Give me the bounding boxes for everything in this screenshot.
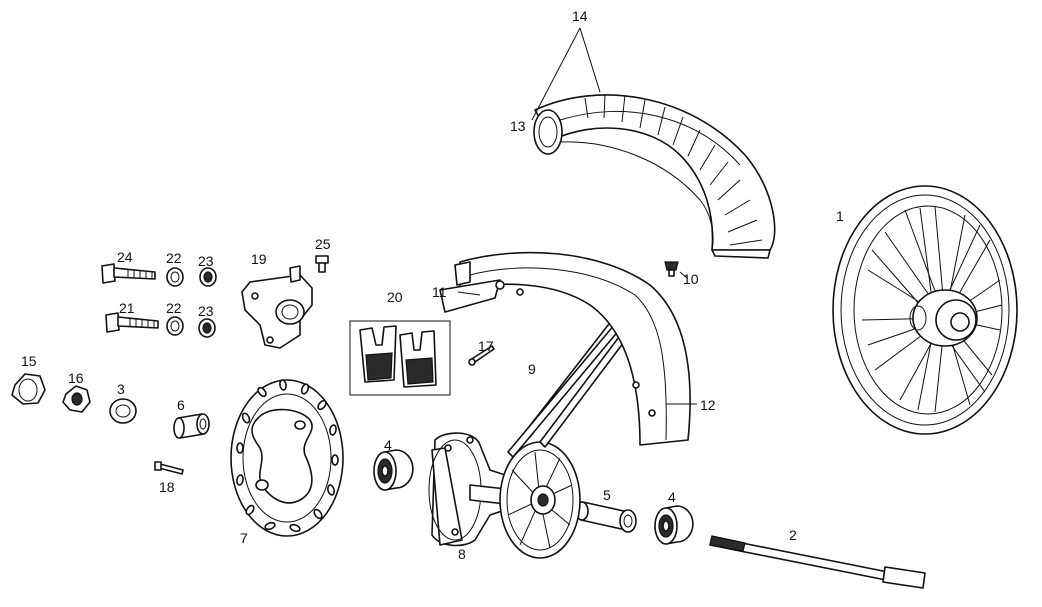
part-brake-pads	[349, 320, 451, 396]
callout-6: 6	[177, 397, 185, 413]
callout-4-right: 4	[668, 489, 676, 505]
callout-labels: 1 2 3 4 4 5 6 7 8 9 10 11 12 13 14 15 16…	[21, 8, 844, 562]
part-bearing-left	[373, 449, 414, 491]
callout-20: 20	[387, 289, 403, 305]
part-washer-22-upper	[166, 267, 184, 287]
part-tyre	[533, 93, 776, 259]
callout-4-left: 4	[384, 437, 392, 453]
part-seal	[109, 398, 137, 424]
callout-19: 19	[251, 251, 267, 267]
callout-23-upper: 23	[198, 253, 214, 269]
part-pin	[468, 345, 495, 366]
part-brake-disc	[230, 379, 344, 537]
callout-7: 7	[240, 530, 248, 546]
part-bolt-18	[154, 461, 184, 475]
part-nut-large	[11, 373, 46, 405]
part-washer-22-lower	[166, 316, 184, 336]
part-caliper	[241, 265, 313, 349]
part-mudguard	[439, 251, 691, 446]
callout-2: 2	[789, 527, 797, 543]
callout-9: 9	[528, 361, 536, 377]
part-lockwasher-23-lower	[198, 318, 216, 338]
callout-14: 14	[572, 8, 588, 24]
part-bleed-screw	[315, 255, 329, 273]
callout-15: 15	[21, 353, 37, 369]
part-spacer	[575, 501, 637, 533]
callout-10: 10	[683, 271, 699, 287]
part-fork-stays	[507, 315, 634, 458]
part-bearing-right	[654, 505, 694, 545]
callout-1: 1	[836, 208, 844, 224]
callout-8: 8	[458, 546, 466, 562]
part-nut-16	[62, 385, 91, 413]
part-wheel	[832, 185, 1018, 435]
part-lockwasher-23-upper	[199, 267, 217, 287]
callout-24: 24	[117, 249, 133, 265]
part-screw-10	[664, 261, 679, 277]
part-bolt-24	[101, 263, 156, 284]
callout-3: 3	[117, 381, 125, 397]
part-hub	[428, 432, 581, 559]
callout-23-lower: 23	[198, 303, 214, 319]
part-bush	[173, 413, 210, 439]
callout-16: 16	[68, 370, 84, 386]
callout-11: 11	[432, 284, 447, 300]
callout-22-upper: 22	[166, 250, 182, 266]
part-axle	[709, 535, 926, 589]
callout-5: 5	[603, 487, 611, 503]
callout-13: 13	[510, 118, 526, 134]
callout-25: 25	[315, 236, 331, 252]
callout-18: 18	[159, 479, 175, 495]
callout-21: 21	[119, 300, 135, 316]
callout-22-lower: 22	[166, 300, 182, 316]
part-bolt-21	[105, 312, 159, 333]
leader-lines	[457, 27, 697, 405]
callout-17: 17	[478, 338, 494, 354]
callout-12: 12	[700, 397, 716, 413]
